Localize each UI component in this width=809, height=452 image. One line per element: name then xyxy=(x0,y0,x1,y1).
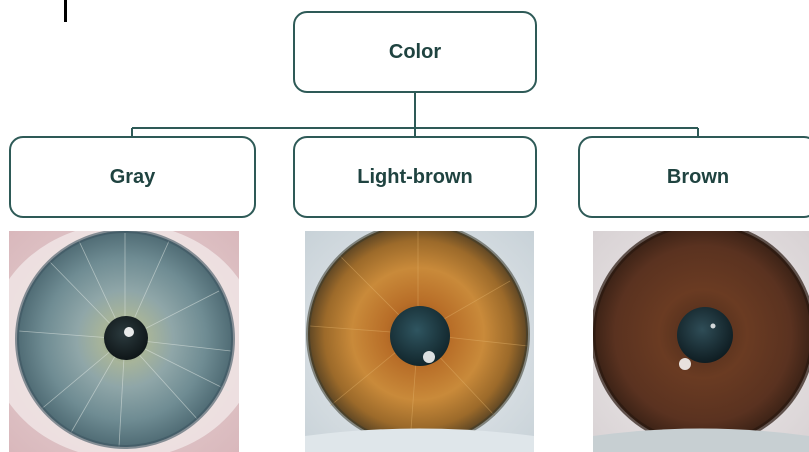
node-light-brown-label: Light-brown xyxy=(357,166,473,189)
node-light-brown: Light-brown xyxy=(293,136,537,218)
node-gray: Gray xyxy=(9,136,256,218)
node-brown-label: Brown xyxy=(667,166,729,189)
node-color-label: Color xyxy=(389,41,441,64)
light-brown-iris-image xyxy=(305,231,534,452)
node-gray-label: Gray xyxy=(110,166,156,189)
node-brown: Brown xyxy=(578,136,809,218)
gray-iris-image xyxy=(9,231,239,452)
node-color: Color xyxy=(293,11,537,93)
brown-iris-image xyxy=(593,231,809,452)
